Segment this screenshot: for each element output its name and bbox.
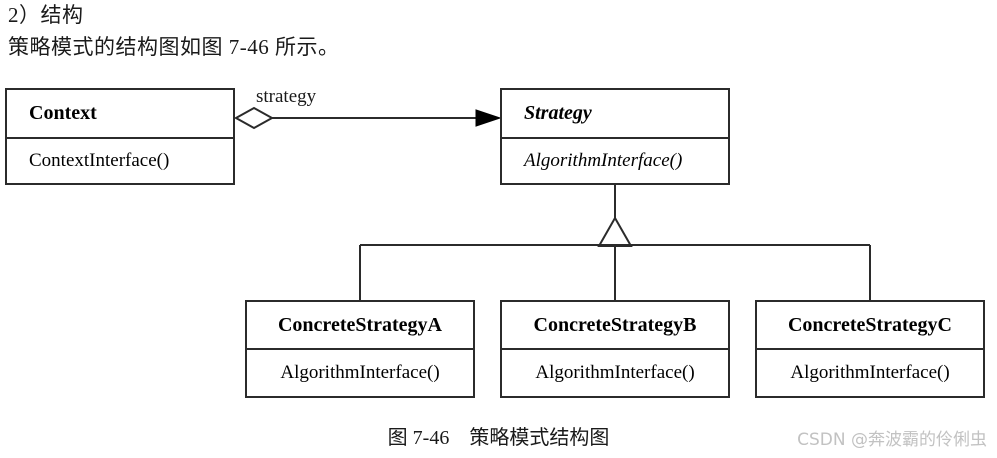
class-operations-concrete-strategy-a: AlgorithmInterface() [280,362,440,383]
aggregation-arrowhead-icon [475,109,502,127]
association-role-label-strategy: strategy [256,86,317,107]
section-heading: 2）结构 [8,3,84,27]
class-operations-concrete-strategy-c: AlgorithmInterface() [790,362,950,383]
class-name-concrete-strategy-a: ConcreteStrategyA [247,302,473,350]
class-name-strategy: Strategy [502,90,728,139]
class-name-concrete-strategy-b: ConcreteStrategyB [502,302,728,350]
uml-class-context[interactable]: Context ContextInterface() [5,88,235,185]
uml-class-strategy[interactable]: Strategy AlgorithmInterface() [500,88,730,185]
class-name-context: Context [7,90,233,139]
inheritance-triangle-icon [597,215,633,247]
uml-class-concrete-strategy-a[interactable]: ConcreteStrategyA AlgorithmInterface() [245,300,475,398]
watermark-text: CSDN @奔波霸的伶俐虫 [797,430,987,450]
figure-caption: 图 7-46 策略模式结构图 [387,427,610,449]
class-operations-context: ContextInterface() [29,150,170,171]
uml-class-concrete-strategy-c[interactable]: ConcreteStrategyC AlgorithmInterface() [755,300,985,398]
class-operations-concrete-strategy-b: AlgorithmInterface() [535,362,695,383]
aggregation-diamond-icon [233,106,275,130]
class-operations-strategy: AlgorithmInterface() [524,150,683,171]
intro-paragraph: 策略模式的结构图如图 7-46 所示。 [8,35,340,59]
uml-class-concrete-strategy-b[interactable]: ConcreteStrategyB AlgorithmInterface() [500,300,730,398]
aggregation-connector [233,106,502,130]
generalization-connector [359,185,871,301]
class-name-concrete-strategy-c: ConcreteStrategyC [757,302,983,350]
